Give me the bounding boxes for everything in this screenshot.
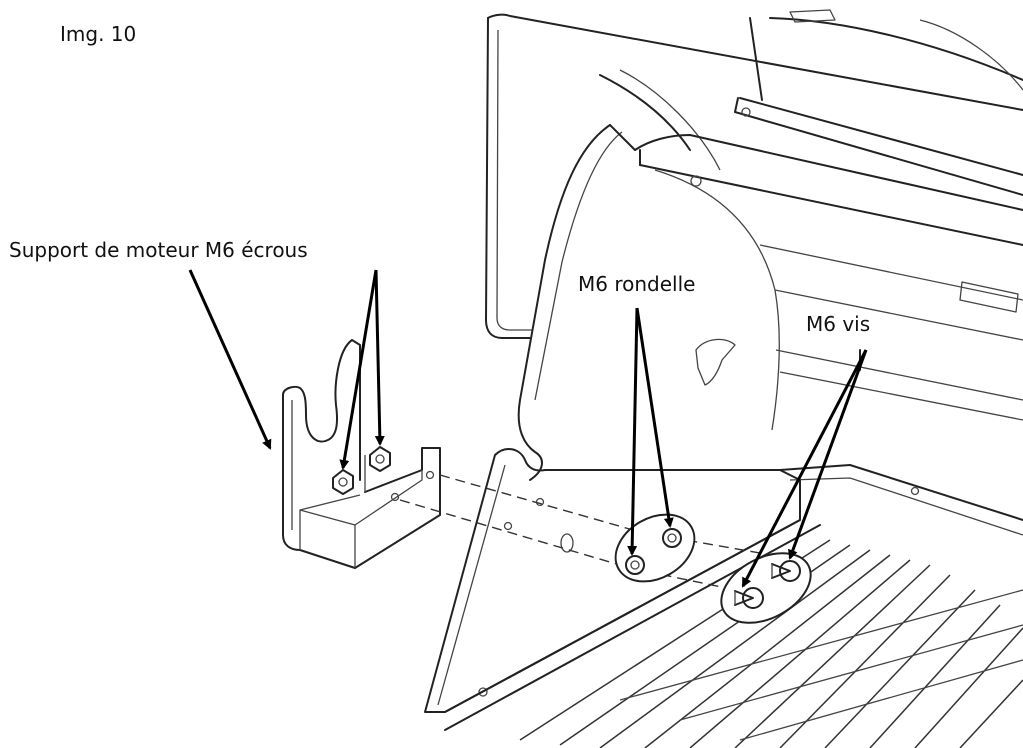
alignment-lines [399,474,801,596]
arrows-washer [627,307,674,556]
grill-body [517,124,1023,481]
figure-label: Img. 10 [60,22,137,46]
m6-screw-pair [720,552,812,624]
m6-washer-pair [614,513,696,583]
callout-screws: M6 vis [806,312,871,336]
callout-washers: M6 rondelle [578,272,696,296]
arrows-bracket [188,269,385,470]
grill-lid [485,9,1023,339]
arrow-to-bracket [188,269,272,450]
side-mounting-plate [424,448,1023,713]
arrow-to-nut-right [374,269,385,446]
arrows-screw [741,349,868,588]
callout-bracket-nuts: Support de moteur M6 écrous [9,238,308,262]
arrow-to-screw-right [788,349,868,560]
cooking-grate [444,519,1023,748]
arrow-to-screw-left [741,349,868,588]
arrow-to-washer-left [627,307,639,556]
m6-nut-right [369,446,391,472]
arrow-to-washer-right [635,307,674,528]
motor-bracket [282,339,441,569]
arrow-to-nut-left [339,269,378,470]
m6-nut-left [332,469,354,495]
